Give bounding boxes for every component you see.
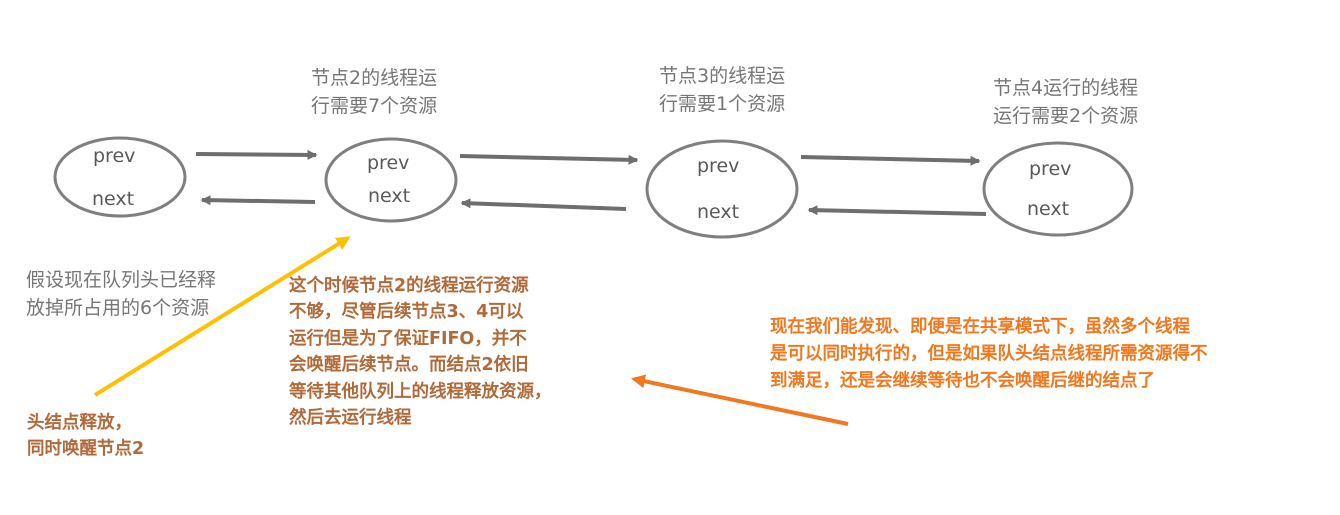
note-line: 然后去运行线程 [289,408,412,429]
note-line: 现在我们能发现、即便是在共享模式下，虽然多个线程 [770,317,1190,337]
caption-line: 行需要7个资源 [311,95,438,117]
caption-line: 行需要1个资源 [659,93,786,115]
node-ellipse [324,137,458,223]
conclusion-pointer-arrow [631,374,849,426]
note-line: 到满足，还是会继续等待也不会唤醒后继的结点了 [770,371,1155,391]
note-line: 放掉所占用的6个资源 [26,297,210,319]
queue-node-2: prev next [324,137,458,223]
caption-line: 节点2的线程运 [311,67,438,89]
prev-link-arrow [807,205,987,216]
node-ellipse [982,141,1134,237]
note-line: 假设现在队列头已经释 [26,269,217,291]
queue-node-head: prev next [53,136,187,218]
next-link-arrow [195,149,318,160]
head-release-note: 假设现在队列头已经释 放掉所占用的6个资源 [26,266,216,322]
prev-link-arrow [460,198,627,211]
node-prev-label: prev [367,152,409,174]
queue-node-3: prev next [645,139,799,239]
node-ellipse [645,139,799,239]
node3-caption: 节点3的线程运 行需要1个资源 [659,62,785,118]
note-line: 是可以同时执行的，但是如果队头结点线程所需资源得不 [770,344,1208,364]
node-next-label: next [1027,198,1069,220]
node-prev-label: prev [697,155,739,177]
node-next-label: next [92,188,134,210]
node-next-label: next [697,201,739,223]
note-line: 运行但是为了保证FIFO，并不 [289,328,527,349]
conclusion-note: 现在我们能发现、即便是在共享模式下，虽然多个线程 是可以同时执行的，但是如果队头… [770,314,1208,395]
fifo-explanation-note: 这个时候节点2的线程运行资源 不够，尽管后续节点3、4可以 运行但是为了保证FI… [289,273,552,431]
note-line: 等待其他队列上的线程释放资源， [289,381,552,402]
next-link-arrow [800,155,981,166]
queue-node-4: prev next [982,141,1134,237]
caption-line: 节点4运行的线程 [993,77,1139,99]
caption-line: 运行需要2个资源 [993,105,1139,127]
note-line: 会唤醒后续节点。而结点2依旧 [289,355,529,376]
note-line: 不够，尽管后续节点3、4可以 [289,302,524,323]
release-wake-note: 头结点释放， 同时唤醒节点2 [27,410,144,463]
node-prev-label: prev [1029,158,1071,180]
note-line: 同时唤醒节点2 [27,439,145,460]
prev-link-arrow [200,195,316,206]
note-line: 这个时候节点2的线程运行资源 [289,276,529,296]
node-prev-label: prev [93,145,135,167]
note-line: 头结点释放， [27,413,132,433]
next-link-arrow [459,154,639,165]
node-next-label: next [368,185,410,207]
caption-line: 节点3的线程运 [659,65,786,87]
node4-caption: 节点4运行的线程 运行需要2个资源 [993,74,1138,130]
node-ellipse [53,136,187,218]
wake-node2-arrow [93,236,351,397]
node2-caption: 节点2的线程运 行需要7个资源 [311,64,437,120]
